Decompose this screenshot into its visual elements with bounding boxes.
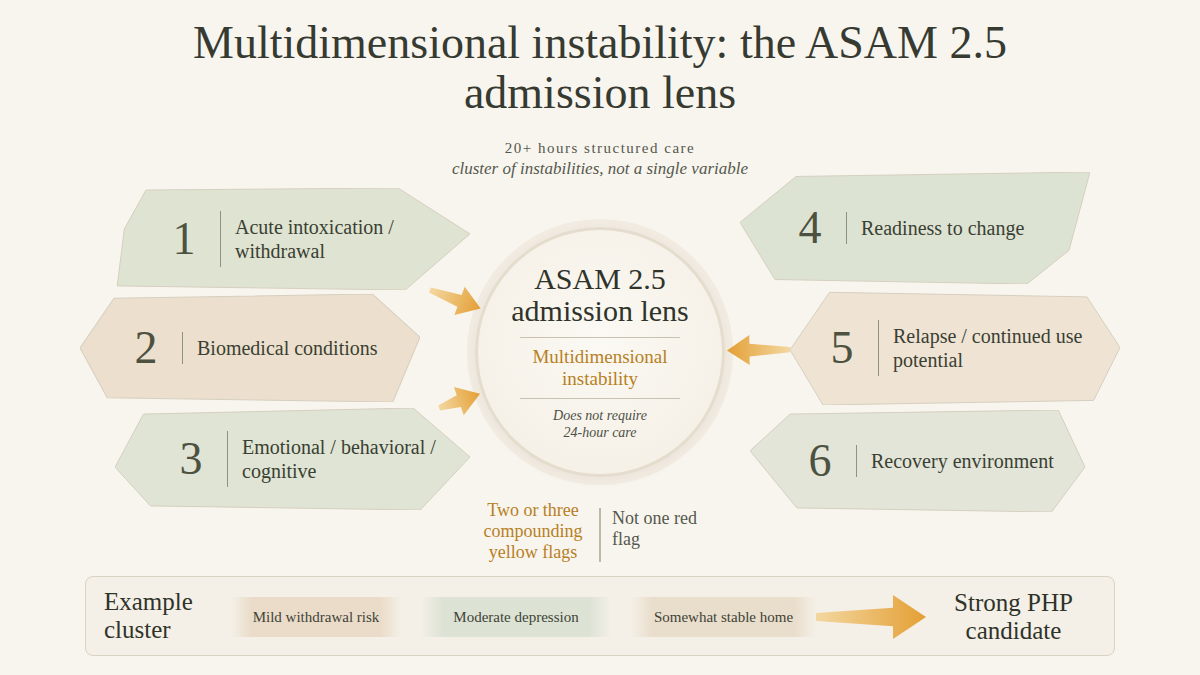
cluster-chip: Somewhat stable home [631, 597, 816, 637]
dimension-content: 3 Emotional / behavioral / cognitive [115, 408, 470, 510]
dimension-number: 3 [169, 436, 213, 482]
center-heading: ASAM 2.5 admission lens [495, 263, 705, 327]
flow-arrow [727, 335, 790, 365]
center-note: Does not require 24-hour care [545, 407, 655, 441]
cluster-chip: Moderate depression [421, 597, 611, 637]
center-circle: ASAM 2.5 admission lensMultidimensional … [475, 227, 725, 477]
dimension-label: Readiness to change [846, 212, 1051, 244]
dimension-number: 1 [162, 216, 206, 262]
dimension-outline [115, 408, 470, 510]
dimension-shape: 5 Relapse / continued use potential [790, 290, 1120, 405]
dimension-content: 2 Biomedical conditions [80, 294, 420, 402]
dimension-shape: 3 Emotional / behavioral / cognitive [115, 408, 470, 510]
band-heading: Example cluster [104, 588, 216, 644]
diagram-title: Multidimensional instability: the ASAM 2… [100, 18, 1100, 118]
result-box: Strong PHP candidate [926, 582, 1101, 652]
dimension-label: Biomedical conditions [182, 332, 397, 364]
dimension-number: 6 [798, 438, 842, 484]
subtitle-note: cluster of instabilities, not a single v… [300, 159, 900, 179]
dimension-number: 4 [788, 205, 832, 251]
dimension-shape: 6 Recovery environment [750, 410, 1085, 512]
dimension-outline [110, 188, 470, 290]
dimension-label: Recovery environment [856, 445, 1061, 477]
dimension-shape: 1 Acute intoxication / withdrawal [110, 188, 470, 290]
dimension-content: 6 Recovery environment [750, 410, 1085, 512]
dimension-label: Relapse / continued use potential [878, 320, 1083, 376]
dimension-content: 5 Relapse / continued use potential [790, 290, 1120, 405]
chip-label: Moderate depression [453, 609, 578, 626]
separator-line [599, 508, 601, 562]
dimension-number: 2 [124, 325, 168, 371]
subtitle: 20+ hours structured care [300, 140, 900, 157]
dimension-content: 1 Acute intoxication / withdrawal [110, 188, 470, 290]
example-band: Example cluster Mild withdrawal risk Moder… [85, 576, 1115, 656]
result-label: Strong PHP candidate [929, 589, 1099, 645]
dimension-label: Emotional / behavioral / cognitive [227, 431, 442, 487]
center-subheading: Multidimensional instability [520, 337, 680, 399]
dimension-shape: 2 Biomedical conditions [80, 294, 420, 402]
flow-arrow [438, 387, 480, 415]
dimension-shape: 4 Readiness to change [740, 172, 1090, 284]
dimension-label: Acute intoxication / withdrawal [220, 211, 435, 267]
chip-label: Mild withdrawal risk [253, 609, 380, 626]
cluster-chip: Mild withdrawal risk [231, 597, 401, 637]
dimension-content: 4 Readiness to change [740, 172, 1090, 284]
chip-label: Somewhat stable home [654, 609, 793, 626]
flag-note: Not one red flag [612, 508, 722, 550]
flag-note: Two or three compounding yellow flags [474, 500, 592, 563]
dimension-number: 5 [820, 325, 864, 371]
flow-arrow [429, 287, 481, 315]
